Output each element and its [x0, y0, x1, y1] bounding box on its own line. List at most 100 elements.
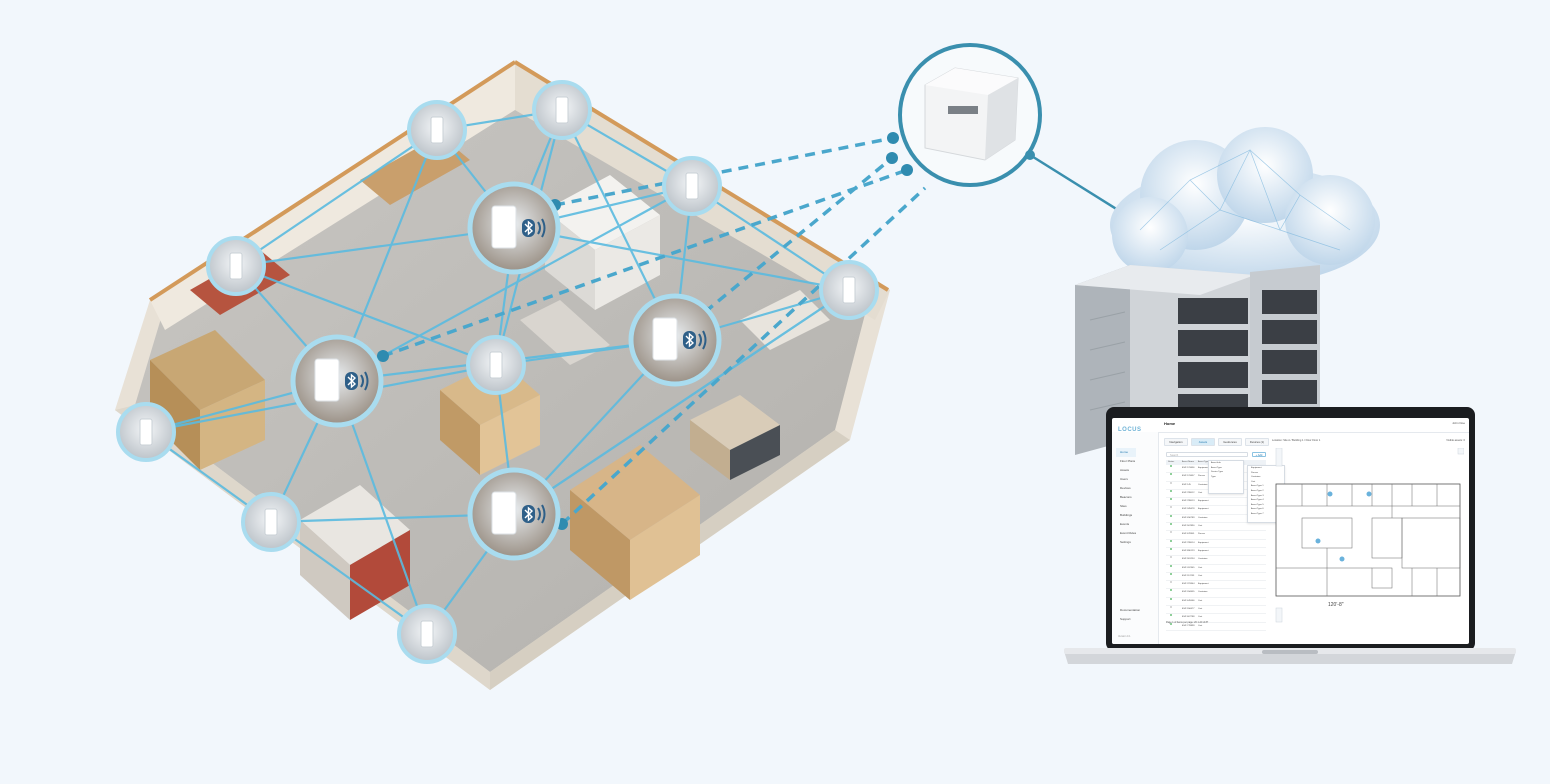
anchor-node [290, 334, 384, 428]
status-dot [1170, 622, 1172, 625]
asset-type: Container [1198, 558, 1208, 561]
asset-type: Equipment [1198, 467, 1209, 469]
gateway-device [898, 43, 1155, 235]
asset-name: ESP-789014 [1182, 541, 1195, 544]
filter-option[interactable]: Asset Type 7 [1251, 512, 1264, 515]
column-header[interactable]: Asset Type [1198, 461, 1209, 463]
sidebar-item-floor-plans[interactable]: Floor Plans [1120, 459, 1136, 463]
asset-name: ESP-778899 [1182, 624, 1195, 627]
filter-option[interactable]: Asset Type 4 [1251, 499, 1264, 502]
asset-name: ESP-012345 [1182, 566, 1195, 569]
filter-option[interactable]: Person [1251, 471, 1258, 474]
beacon-node [206, 236, 266, 296]
status-dot [1170, 597, 1172, 600]
sidebar-item-users[interactable]: Users [1120, 477, 1128, 481]
asset-type: Equipment [1198, 500, 1209, 503]
asset-name: ESP-678901 [1182, 533, 1195, 536]
add-button[interactable]: + Add [1252, 452, 1266, 457]
sidebar-item-assets[interactable]: Assets [1120, 468, 1130, 472]
asset-name: ESP-123457 [1182, 475, 1195, 478]
asset-name: ESP-223344 [1182, 583, 1195, 586]
beacon-node [241, 492, 301, 552]
asset-type: Cart [1198, 608, 1203, 611]
popup-item[interactable]: Asset Type [1211, 466, 1222, 469]
column-header[interactable]: Asset Name [1182, 461, 1194, 463]
status-dot [1170, 523, 1172, 526]
sidebar-item-event-rules[interactable]: Event Rules [1120, 531, 1137, 535]
sidebar-item-events[interactable]: Events [1120, 522, 1130, 526]
cloud-icon [1110, 127, 1380, 285]
filter-option[interactable]: Asset Type 3 [1251, 494, 1264, 497]
status-dot [1170, 556, 1172, 559]
floor-plan-map[interactable] [1272, 448, 1464, 628]
search-input[interactable]: Search [1166, 452, 1248, 457]
beacon-node [819, 260, 879, 320]
filter-option[interactable]: Asset Type 2 [1251, 489, 1264, 492]
user-name[interactable]: John Doe [1452, 421, 1465, 425]
asset-info-popup: Asset Info Asset Type Device Type Type [1208, 460, 1244, 494]
filter-option[interactable]: Asset Type 6 [1251, 508, 1264, 511]
sidebar: Home Floor Plans Assets Users Devices Be… [1112, 432, 1159, 644]
asset-type: Person [1198, 475, 1205, 478]
popup-item[interactable]: Device Type [1211, 471, 1223, 473]
tab-assets[interactable]: Assets [1191, 438, 1215, 446]
column-header[interactable]: Status [1168, 461, 1175, 463]
asset-type: Equipment [1198, 508, 1209, 511]
asset-name: ESP-667788 [1182, 616, 1195, 619]
popup-item[interactable]: Type [1211, 475, 1216, 478]
asset-name: ESP-556677 [1182, 608, 1195, 611]
server-rack-icon [1075, 265, 1320, 455]
filter-option[interactable]: Container [1251, 476, 1261, 479]
asset-type: Cart [1198, 525, 1203, 528]
tab-geofences[interactable]: Geofences [1218, 438, 1242, 446]
status-dot [1170, 564, 1172, 567]
status-dot [1170, 481, 1172, 484]
status-dot [1170, 539, 1172, 542]
visible-assets-count: Visible assets: 0 [1446, 439, 1465, 442]
filter-option[interactable]: Equipment [1251, 467, 1262, 469]
map-scale-label: 120'-8" [1328, 602, 1344, 608]
sidebar-item-documentation[interactable]: Documentation [1120, 608, 1141, 612]
beacon-node [407, 100, 467, 160]
sidebar-item-settings[interactable]: Settings [1120, 540, 1131, 544]
popup-item: Asset Info [1211, 462, 1221, 464]
asset-type: Cart [1198, 574, 1203, 577]
status-dot [1170, 606, 1172, 609]
asset-type: Equipment [1198, 583, 1209, 586]
sidebar-item-sites[interactable]: Sites [1120, 504, 1127, 508]
gateway-links [382, 136, 927, 526]
sidebar-item-buildings[interactable]: Buildings [1120, 513, 1133, 517]
asset-name: ESP-567890 [1182, 525, 1195, 528]
sidebar-item-beacons[interactable]: Beacons [1120, 495, 1132, 499]
asset-name: ESP-789012 [1182, 491, 1195, 494]
sidebar-item-support[interactable]: Support [1120, 617, 1131, 621]
filter-option[interactable]: Cart [1251, 480, 1256, 483]
table-pagination[interactable]: Page 1 of Items per page: 20 1-20 of 87 [1166, 621, 1209, 624]
tab-devices[interactable]: Devices (1) [1245, 438, 1269, 446]
status-dot [1170, 581, 1172, 584]
tab-navigation[interactable]: Navigation [1164, 438, 1188, 446]
sidebar-item-home[interactable]: Home [1116, 448, 1137, 457]
sidebar-item-devices[interactable]: Devices [1120, 486, 1131, 490]
filter-option[interactable]: Asset Type 1 [1251, 485, 1264, 488]
anchor-nodes [290, 181, 722, 561]
filter-option[interactable]: Asset Type 5 [1251, 503, 1264, 506]
